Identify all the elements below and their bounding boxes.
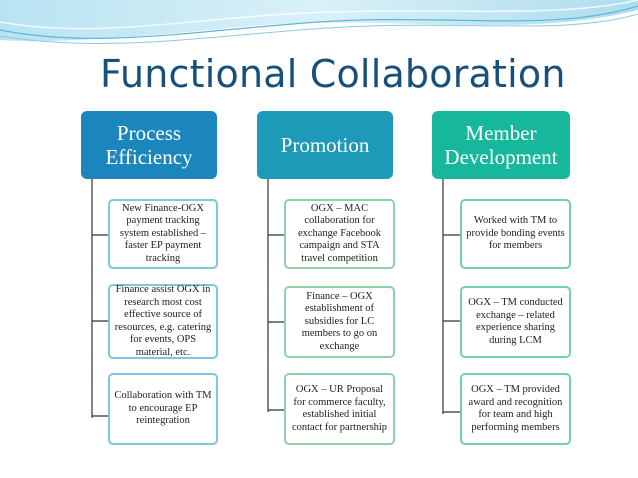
process-efficiency-item-1: New Finance-OGX payment tracking system … bbox=[108, 199, 218, 269]
member-development-item-2: OGX – TM conducted exchange – related ex… bbox=[460, 286, 571, 358]
process-efficiency-item-2: Finance assist OGX in research most cost… bbox=[108, 284, 218, 359]
process-efficiency-item-3: Collaboration with TM to encourage EP re… bbox=[108, 373, 218, 445]
column-header-promotion: Promotion bbox=[257, 111, 393, 179]
member-development-item-3: OGX – TM provided award and recognition … bbox=[460, 373, 571, 445]
member-development-item-1: Worked with TM to provide bonding events… bbox=[460, 199, 571, 269]
promotion-item-2: Finance – OGX establishment of subsidies… bbox=[284, 286, 395, 358]
promotion-item-3: OGX – UR Proposal for commerce faculty, … bbox=[284, 373, 395, 445]
decorative-wave-banner bbox=[0, 0, 638, 44]
page-title: Functional Collaboration bbox=[100, 52, 566, 96]
column-header-process-efficiency: Process Efficiency bbox=[81, 111, 217, 179]
column-header-member-development: Member Development bbox=[432, 111, 570, 179]
promotion-item-1: OGX – MAC collaboration for exchange Fac… bbox=[284, 199, 395, 269]
